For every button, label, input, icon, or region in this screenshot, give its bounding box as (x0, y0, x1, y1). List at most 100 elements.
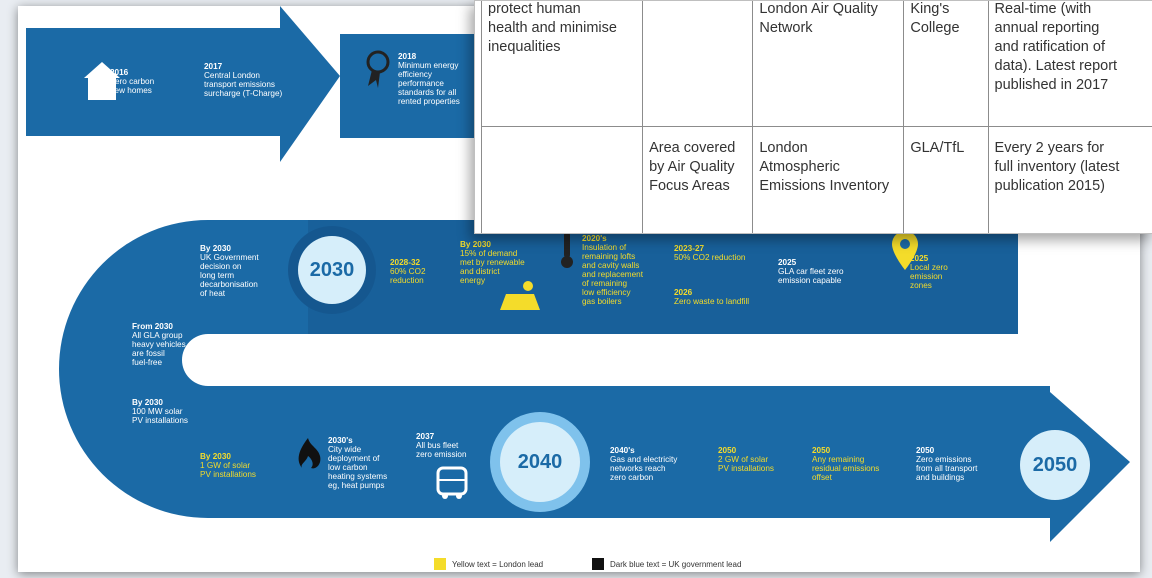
timeline-entry-line: Zero emissions (916, 455, 972, 464)
legend-swatch-yellow (434, 558, 446, 570)
legend-swatch-dark (592, 558, 604, 570)
thermometer-icon (561, 232, 573, 268)
table-cell-line: GLA/TfL (910, 140, 965, 156)
table-cell-line: College (910, 20, 960, 36)
table-cell-line: King's (910, 1, 950, 17)
timeline-entry-year: 2025 (778, 258, 797, 267)
timeline-entry-line: reduction (390, 276, 424, 285)
timeline-entry-year: 2016 (110, 68, 129, 77)
timeline-entry-line: emission (910, 272, 943, 281)
timeline-entry-line: All bus fleet (416, 441, 459, 450)
timeline-entry-line: zero carbon (610, 473, 654, 482)
timeline-entry-line: heavy vehicles (132, 340, 186, 349)
legend-label-london: Yellow text = London lead (452, 559, 544, 569)
timeline-entry-year: By 2030 (132, 398, 163, 407)
timeline-entry-year: 2025 (910, 254, 929, 263)
top-arrow (26, 6, 340, 162)
bus-icon (436, 466, 468, 499)
timeline-entry-year: By 2030 (200, 244, 231, 253)
timeline-entry-year: 2050 (916, 446, 935, 455)
table-cell-line: Every 2 years for (994, 140, 1105, 156)
timeline-entry-line: rented properties (398, 97, 460, 106)
timeline-entry-line: efficiency (398, 70, 432, 79)
table-cell-line: London Air Quality (759, 1, 878, 17)
table-cell-line: Emissions Inventory (759, 178, 890, 194)
timeline-entry-year: 2030's (328, 436, 353, 445)
milestone-2040: 2040 (500, 422, 580, 502)
table-cell-line: Area covered (649, 140, 736, 156)
timeline-entry-line: 100 MW solar (132, 407, 183, 416)
timeline-entry-line: heating systems (328, 472, 388, 481)
timeline-entry-line: of heat (200, 289, 226, 298)
table-cell (642, 1, 754, 127)
timeline-entry-line: Central London (204, 71, 260, 80)
table-cell-line: health and minimise (488, 20, 617, 36)
table-cell: Every 2 years for full inventory (latest p… (987, 126, 1152, 233)
table-cell-line: Network (759, 20, 813, 36)
timeline-entry-line: Zero waste to landfill (674, 297, 750, 306)
timeline-entry-line: transport emissions (204, 80, 275, 89)
timeline-entry-year: 2050 (812, 446, 831, 455)
timeline-entry-line: networks reach (610, 464, 666, 473)
timeline-entry-year: 2017 (204, 62, 223, 71)
medal-icon (366, 50, 390, 88)
timeline-entry-year: 2028-32 (390, 258, 421, 267)
timeline-entry-line: remaining lofts (582, 252, 636, 261)
timeline-entry-line: Local zero (910, 263, 948, 272)
timeline-entry-line: from all transport (916, 464, 978, 473)
timeline-entry-line: Gas and electricity (610, 455, 678, 464)
table-cell-line: annual reporting (994, 20, 1100, 36)
table-cell-line: full inventory (latest (994, 159, 1120, 175)
timeline-entry-year: From 2030 (132, 322, 173, 331)
timeline-entry-year: 2018 (398, 52, 417, 61)
table-cell-line: published in 2017 (994, 77, 1109, 93)
table-cell-line: and ratification of (994, 39, 1105, 55)
timeline-entry-year: 2020's (582, 234, 607, 243)
timeline-entry-line: and buildings (916, 473, 965, 482)
timeline-entry-line: deployment of (328, 454, 380, 463)
table-cell-line: Focus Areas (649, 178, 730, 194)
timeline-entry-line: zero emission (416, 450, 467, 459)
timeline-entry-line: 15% of demand (460, 249, 518, 258)
timeline-entry-line: GLA car fleet zero (778, 267, 844, 276)
timeline-entry-line: met by renewable (460, 258, 525, 267)
timeline-entry-line: eg, heat pumps (328, 481, 385, 490)
flame-icon (298, 438, 321, 469)
solar-panel-icon (500, 281, 540, 310)
timeline-entry-line: long term (200, 271, 235, 280)
timeline-entry-year: By 2030 (460, 240, 491, 249)
timeline-entry-line: All GLA group (132, 331, 183, 340)
timeline-entry-year: 2026 (674, 288, 693, 297)
table-cell-line: publication 2015) (994, 178, 1105, 194)
timeline-entry-year: 2023-27 (674, 244, 705, 253)
timeline-entry-line: 60% CO2 (390, 267, 426, 276)
timeline-entry-line: Minimum energy (398, 61, 459, 70)
timeline-entry-line: energy (460, 276, 486, 285)
timeline-entry-line: and cavity walls (582, 261, 640, 270)
table-cell-line: London (759, 140, 808, 156)
timeline-entry-line: emission capable (778, 276, 842, 285)
timeline-entry-line: fuel-free (132, 358, 163, 367)
timeline-entry-year: 2037 (416, 432, 435, 441)
